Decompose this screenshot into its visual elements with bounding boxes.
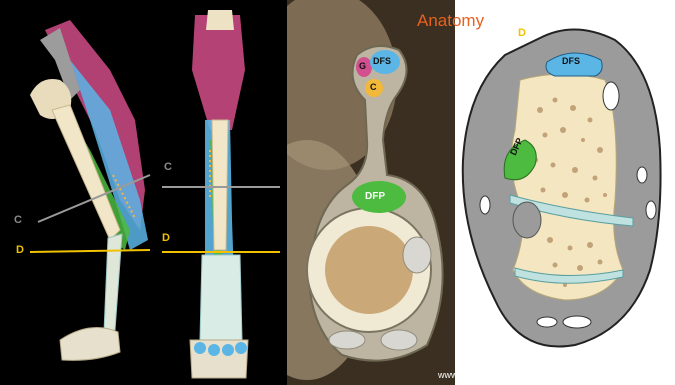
credit-link[interactable]: www.imaios.com — [438, 370, 505, 380]
photo-tendon-c-label: C — [370, 83, 377, 92]
photo-tendon-g-label: G — [359, 62, 366, 71]
photo-tendon-dfs-label: DFS — [373, 57, 391, 66]
caudal-metatarsals — [200, 255, 242, 340]
level-d-label-lateral: D — [16, 245, 24, 256]
leg-illustrations — [0, 0, 290, 385]
level-d-label-caudal: D — [162, 233, 170, 244]
level-d-line-lateral — [30, 250, 150, 252]
lateral-metatarsal — [104, 234, 122, 332]
diagram-tendon-dfs-label: DFS — [562, 57, 580, 66]
level-c-label-lateral: C — [14, 215, 22, 226]
figure-title: Anatomy — [417, 11, 484, 31]
caudal-tibia — [212, 120, 228, 250]
photo-tendon-dfp-label: DFP — [365, 192, 385, 202]
caudal-thigh-muscle — [192, 15, 245, 130]
level-c-label-caudal: C — [164, 162, 172, 173]
cross-section-photo: C G DFS C DFP — [287, 0, 455, 385]
lateral-paw — [60, 328, 120, 361]
diagram-level-d-label: D — [518, 28, 526, 39]
cross-section-diagram: D DFS DFP — [455, 0, 675, 385]
caudal-calcaneus — [206, 10, 234, 30]
leg-illustrations-panel: C C D D — [0, 0, 290, 385]
